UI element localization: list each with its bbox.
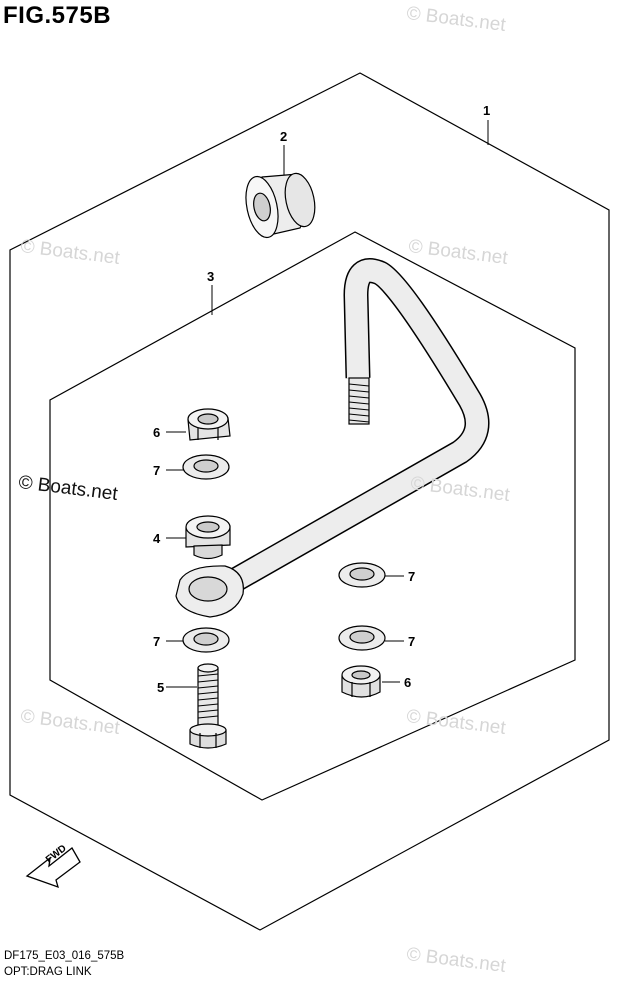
callout-7-right-bottom: 7: [408, 634, 416, 649]
part-3-drag-link-rod: [175, 258, 490, 618]
part-5-bolt: [189, 663, 227, 749]
drag-link-outline-inner: [49, 231, 576, 801]
callout-6-left: 6: [153, 425, 161, 440]
callout-5: 5: [157, 680, 165, 695]
part-6-nut-left: [187, 408, 231, 441]
callout-6-right: 6: [404, 675, 412, 690]
part-4-collar: [185, 515, 231, 560]
part-2-bushing: [245, 172, 316, 239]
callout-3: 3: [207, 269, 215, 284]
part-7-washer-right-bottom: [338, 625, 386, 651]
figure-code: DF175_E03_016_575B: [4, 950, 125, 962]
kit-outline-outer: [9, 72, 610, 931]
fwd-arrow-icon: [25, 847, 81, 889]
part-7-washer-left-bottom: [182, 627, 230, 653]
callout-1: 1: [483, 103, 491, 118]
figure-caption: OPT:DRAG LINK: [4, 966, 92, 978]
leader-lines: [166, 120, 489, 688]
part-7-washer-right-top: [338, 562, 386, 588]
part-7-washer-left-top: [182, 454, 230, 480]
callout-4: 4: [153, 531, 161, 546]
callout-2: 2: [280, 129, 288, 144]
part-6-nut-right: [341, 665, 381, 698]
figure-title: FIG.575B: [3, 2, 112, 29]
callout-7-left-bottom: 7: [153, 634, 161, 649]
callout-7-left-top: 7: [153, 463, 161, 478]
callout-7-right-top: 7: [408, 569, 416, 584]
